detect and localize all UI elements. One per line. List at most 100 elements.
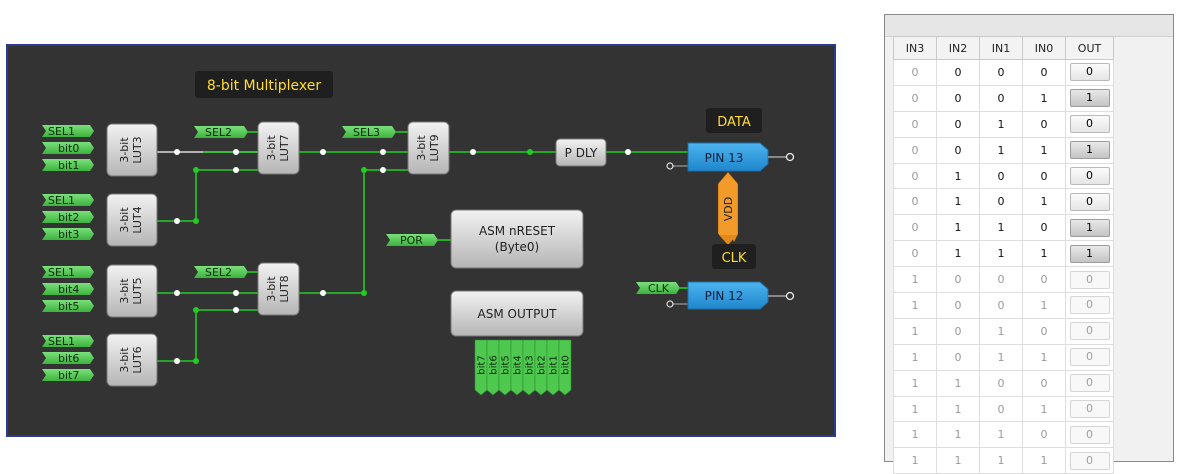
- table-cell: 0: [1022, 369, 1066, 397]
- lut3-label: LUT3: [131, 136, 144, 163]
- out-toggle-button[interactable]: 0: [1069, 296, 1110, 315]
- clk-label: CLK: [722, 251, 747, 266]
- signal-bit1: bit1: [58, 159, 79, 172]
- pdly-block[interactable]: P DLY: [555, 138, 607, 167]
- signal-bit3: bit3: [58, 228, 79, 241]
- table-cell: 0: [1022, 214, 1066, 242]
- out-toggle-cell[interactable]: 0: [1065, 59, 1114, 86]
- table-cell: 0: [936, 343, 980, 371]
- table-cell: 1: [979, 214, 1023, 242]
- out-toggle-cell[interactable]: 0: [1065, 317, 1114, 345]
- out-toggle-button[interactable]: 0: [1069, 374, 1110, 393]
- table-cell: 0: [979, 395, 1023, 423]
- out-toggle-button[interactable]: 0: [1069, 425, 1110, 444]
- out-toggle-button[interactable]: 0: [1069, 270, 1110, 289]
- table-cell: 0: [936, 84, 980, 112]
- lut7-block[interactable]: 3-bit LUT7: [257, 121, 300, 175]
- out-toggle-cell[interactable]: 0: [1065, 110, 1114, 138]
- table-cell: 0: [1022, 266, 1066, 294]
- out-toggle-button[interactable]: 0: [1069, 322, 1110, 341]
- table-cell: 1: [1022, 240, 1066, 268]
- pin12[interactable]: PIN 12: [666, 281, 795, 310]
- out-toggle-cell[interactable]: 0: [1065, 188, 1114, 216]
- table-cell: 1: [1022, 188, 1066, 216]
- out-toggle-button[interactable]: 0: [1069, 167, 1110, 185]
- lut7-prefix: 3-bit: [265, 135, 278, 161]
- table-cell: 1: [979, 240, 1023, 268]
- out-toggle-cell[interactable]: 1: [1065, 214, 1114, 242]
- out-toggle-cell[interactable]: 0: [1065, 369, 1114, 397]
- asm-nreset-block[interactable]: ASM nRESET (Byte0): [450, 209, 584, 269]
- out-toggle-cell[interactable]: 0: [1065, 292, 1114, 319]
- table-cell: 0: [893, 136, 937, 164]
- pin13[interactable]: PIN 13: [666, 142, 795, 172]
- table-cell: 1: [893, 317, 937, 345]
- asm-bit-tag: [546, 339, 560, 396]
- out-toggle-cell[interactable]: 0: [1065, 162, 1114, 190]
- out-toggle-cell[interactable]: 0: [1065, 395, 1114, 423]
- table-cell: 0: [1022, 59, 1066, 86]
- lut6-inputs: SEL1 bit6 bit7: [42, 335, 94, 382]
- asm-bit-bit5: bit5: [501, 355, 512, 374]
- out-toggle-cell[interactable]: 1: [1065, 84, 1114, 112]
- table-cell: 0: [979, 162, 1023, 190]
- asm-output-block[interactable]: ASM OUTPUT: [450, 290, 584, 337]
- table-cell: 0: [893, 188, 937, 216]
- out-toggle-button[interactable]: 1: [1069, 244, 1110, 263]
- table-cell: 1: [936, 188, 980, 216]
- table-cell: 1: [979, 421, 1023, 449]
- out-toggle-button[interactable]: 1: [1069, 141, 1110, 160]
- lut4-label: LUT4: [131, 206, 144, 233]
- lut6-block[interactable]: 3-bit LUT6: [106, 333, 158, 387]
- lut9-block[interactable]: 3-bit LUT9: [407, 121, 450, 175]
- asm-bit-tag: [474, 339, 488, 396]
- table-cell: 0: [979, 369, 1023, 397]
- pdly-label: P DLY: [565, 146, 598, 160]
- out-toggle-button[interactable]: 0: [1069, 348, 1110, 367]
- out-toggle-cell[interactable]: 0: [1065, 266, 1114, 294]
- out-toggle-cell[interactable]: 0: [1065, 447, 1114, 474]
- out-toggle-cell[interactable]: 1: [1065, 240, 1114, 268]
- out-toggle-cell[interactable]: 0: [1065, 343, 1114, 371]
- signal-sel1: SEL1: [48, 266, 75, 279]
- signal-bit5: bit5: [58, 300, 79, 313]
- out-toggle-button[interactable]: 0: [1069, 400, 1110, 419]
- out-toggle-button[interactable]: 1: [1069, 218, 1110, 237]
- lut6-label: LUT6: [131, 346, 144, 373]
- column-header-in3: IN3: [893, 36, 937, 60]
- asm-nreset-line1: ASM nRESET: [479, 224, 556, 238]
- out-toggle-cell[interactable]: 0: [1065, 421, 1114, 449]
- out-toggle-button[interactable]: 0: [1069, 451, 1110, 470]
- table-cell: 1: [936, 395, 980, 423]
- out-toggle-button[interactable]: 0: [1069, 63, 1110, 82]
- table-cell: 1: [936, 421, 980, 449]
- lut8-block[interactable]: 3-bit LUT8: [257, 262, 300, 316]
- table-cell: 1: [936, 214, 980, 242]
- signal-clk: CLK: [648, 282, 670, 295]
- out-toggle-button[interactable]: 0: [1069, 115, 1110, 134]
- pin12-label: PIN 12: [705, 289, 744, 303]
- lut8-prefix: 3-bit: [265, 276, 278, 302]
- out-toggle-button[interactable]: 1: [1069, 89, 1110, 108]
- lut3-block[interactable]: 3-bit LUT3: [106, 123, 158, 177]
- table-cell: 1: [936, 240, 980, 268]
- table-cell: 0: [893, 84, 937, 112]
- signal-bit0: bit0: [58, 142, 79, 155]
- signal-bit6: bit6: [58, 352, 79, 365]
- table-cell: 1: [893, 447, 937, 474]
- lut4-inputs: SEL1 bit2 bit3: [42, 194, 94, 241]
- sel2-bottom-input: SEL2: [194, 266, 258, 279]
- out-toggle-cell[interactable]: 1: [1065, 136, 1114, 164]
- clk-input: CLK: [636, 282, 688, 295]
- lut5-block[interactable]: 3-bit LUT5: [106, 264, 158, 318]
- sel2-top-input: SEL2: [194, 126, 258, 139]
- out-toggle-button[interactable]: 0: [1069, 192, 1110, 211]
- lut4-block[interactable]: 3-bit LUT4: [106, 193, 158, 247]
